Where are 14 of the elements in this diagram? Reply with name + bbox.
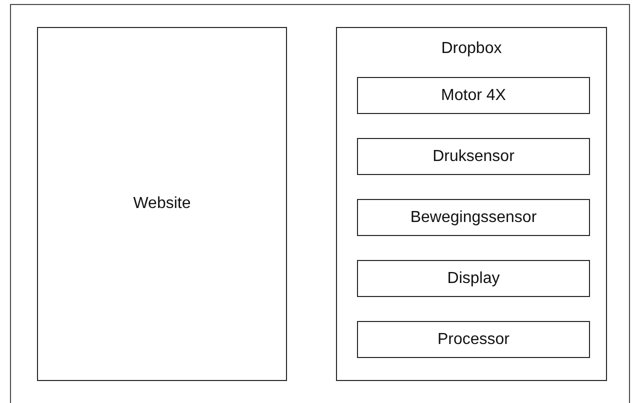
- component-box: [37, 27, 287, 381]
- box-label: Display: [447, 268, 500, 288]
- container-title: Dropbox: [441, 39, 502, 59]
- box-label: Bewegingssensor: [410, 208, 537, 228]
- box-label: Druksensor: [432, 146, 514, 166]
- box-label: Website: [133, 194, 191, 214]
- component-box: [357, 199, 590, 236]
- box-label: Processor: [437, 330, 510, 350]
- component-box: [357, 77, 590, 114]
- component-box: [357, 321, 590, 358]
- container-box: [336, 27, 607, 381]
- component-box: [357, 260, 590, 297]
- box-label: Motor 4X: [441, 86, 506, 106]
- component-box: [357, 138, 590, 175]
